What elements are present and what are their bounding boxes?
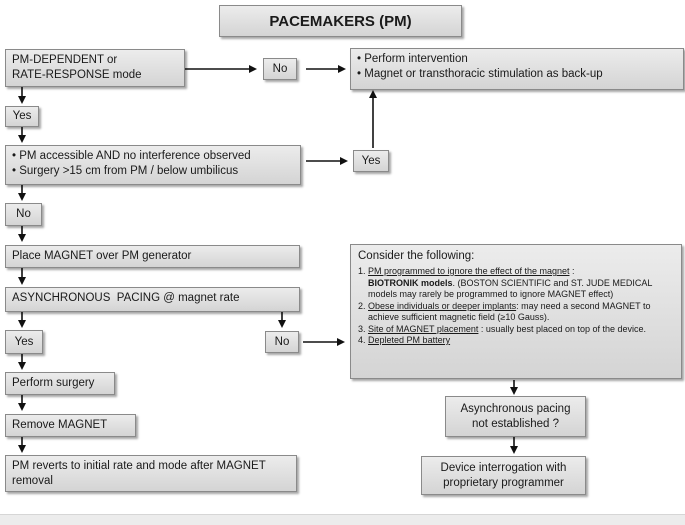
async-not-established-box: Asynchronous pacing not established ? — [445, 396, 586, 437]
title-box: PACEMAKERS (PM) — [219, 5, 462, 37]
consider-heading: Consider the following: — [358, 250, 475, 262]
consider-item-3: 3. Site of MAGNET placement : usually be… — [358, 323, 647, 334]
page-title: PACEMAKERS (PM) — [269, 12, 412, 30]
pm-dependent-line-2: RATE-RESPONSE mode — [12, 69, 142, 81]
intervention-line-2: Magnet or transthoracic stimulation as b… — [357, 67, 677, 82]
accessible-line-2: Surgery >15 cm from PM / below umbilicus — [12, 164, 294, 179]
bottom-strip — [0, 514, 685, 525]
perform-intervention-box: Perform intervention Magnet or transthor… — [350, 48, 684, 90]
accessible-line-1: PM accessible AND no interference observ… — [12, 149, 294, 164]
consider-item-2: 2. Obese individuals or deeper implants:… — [358, 300, 651, 323]
reverts-line-1: PM reverts to initial rate and mode afte… — [12, 460, 266, 472]
place-magnet-box: Place MAGNET over PM generator — [5, 245, 300, 268]
async-pacing-box: ASYNCHRONOUS PACING @ magnet rate — [5, 287, 300, 312]
device-interrogation-box: Device interrogation with proprietary pr… — [421, 456, 586, 495]
remove-magnet-box: Remove MAGNET — [5, 414, 136, 437]
consider-item-4: 4. Depleted PM battery — [358, 335, 451, 345]
yes-box-right: Yes — [353, 150, 389, 172]
no-box-top: No — [263, 58, 297, 80]
consider-item-1: 1. PM programmed to ignore the effect of… — [358, 266, 653, 299]
pm-reverts-box: PM reverts to initial rate and mode afte… — [5, 455, 297, 492]
pm-accessible-box: PM accessible AND no interference observ… — [5, 145, 301, 185]
consider-panel: Consider the following: 1. PM programmed… — [350, 244, 682, 379]
yes-box-first: Yes — [5, 106, 39, 127]
no-box-lower: No — [265, 331, 299, 353]
reverts-line-2: removal — [12, 475, 53, 487]
intervention-line-1: Perform intervention — [357, 52, 677, 67]
perform-surgery-box: Perform surgery — [5, 372, 115, 395]
pm-dependent-line-1: PM-DEPENDENT or — [12, 54, 118, 66]
yes-box-lower: Yes — [5, 330, 43, 354]
no-box-mid: No — [5, 203, 42, 226]
pm-dependent-box: PM-DEPENDENT or RATE-RESPONSE mode — [5, 49, 185, 87]
